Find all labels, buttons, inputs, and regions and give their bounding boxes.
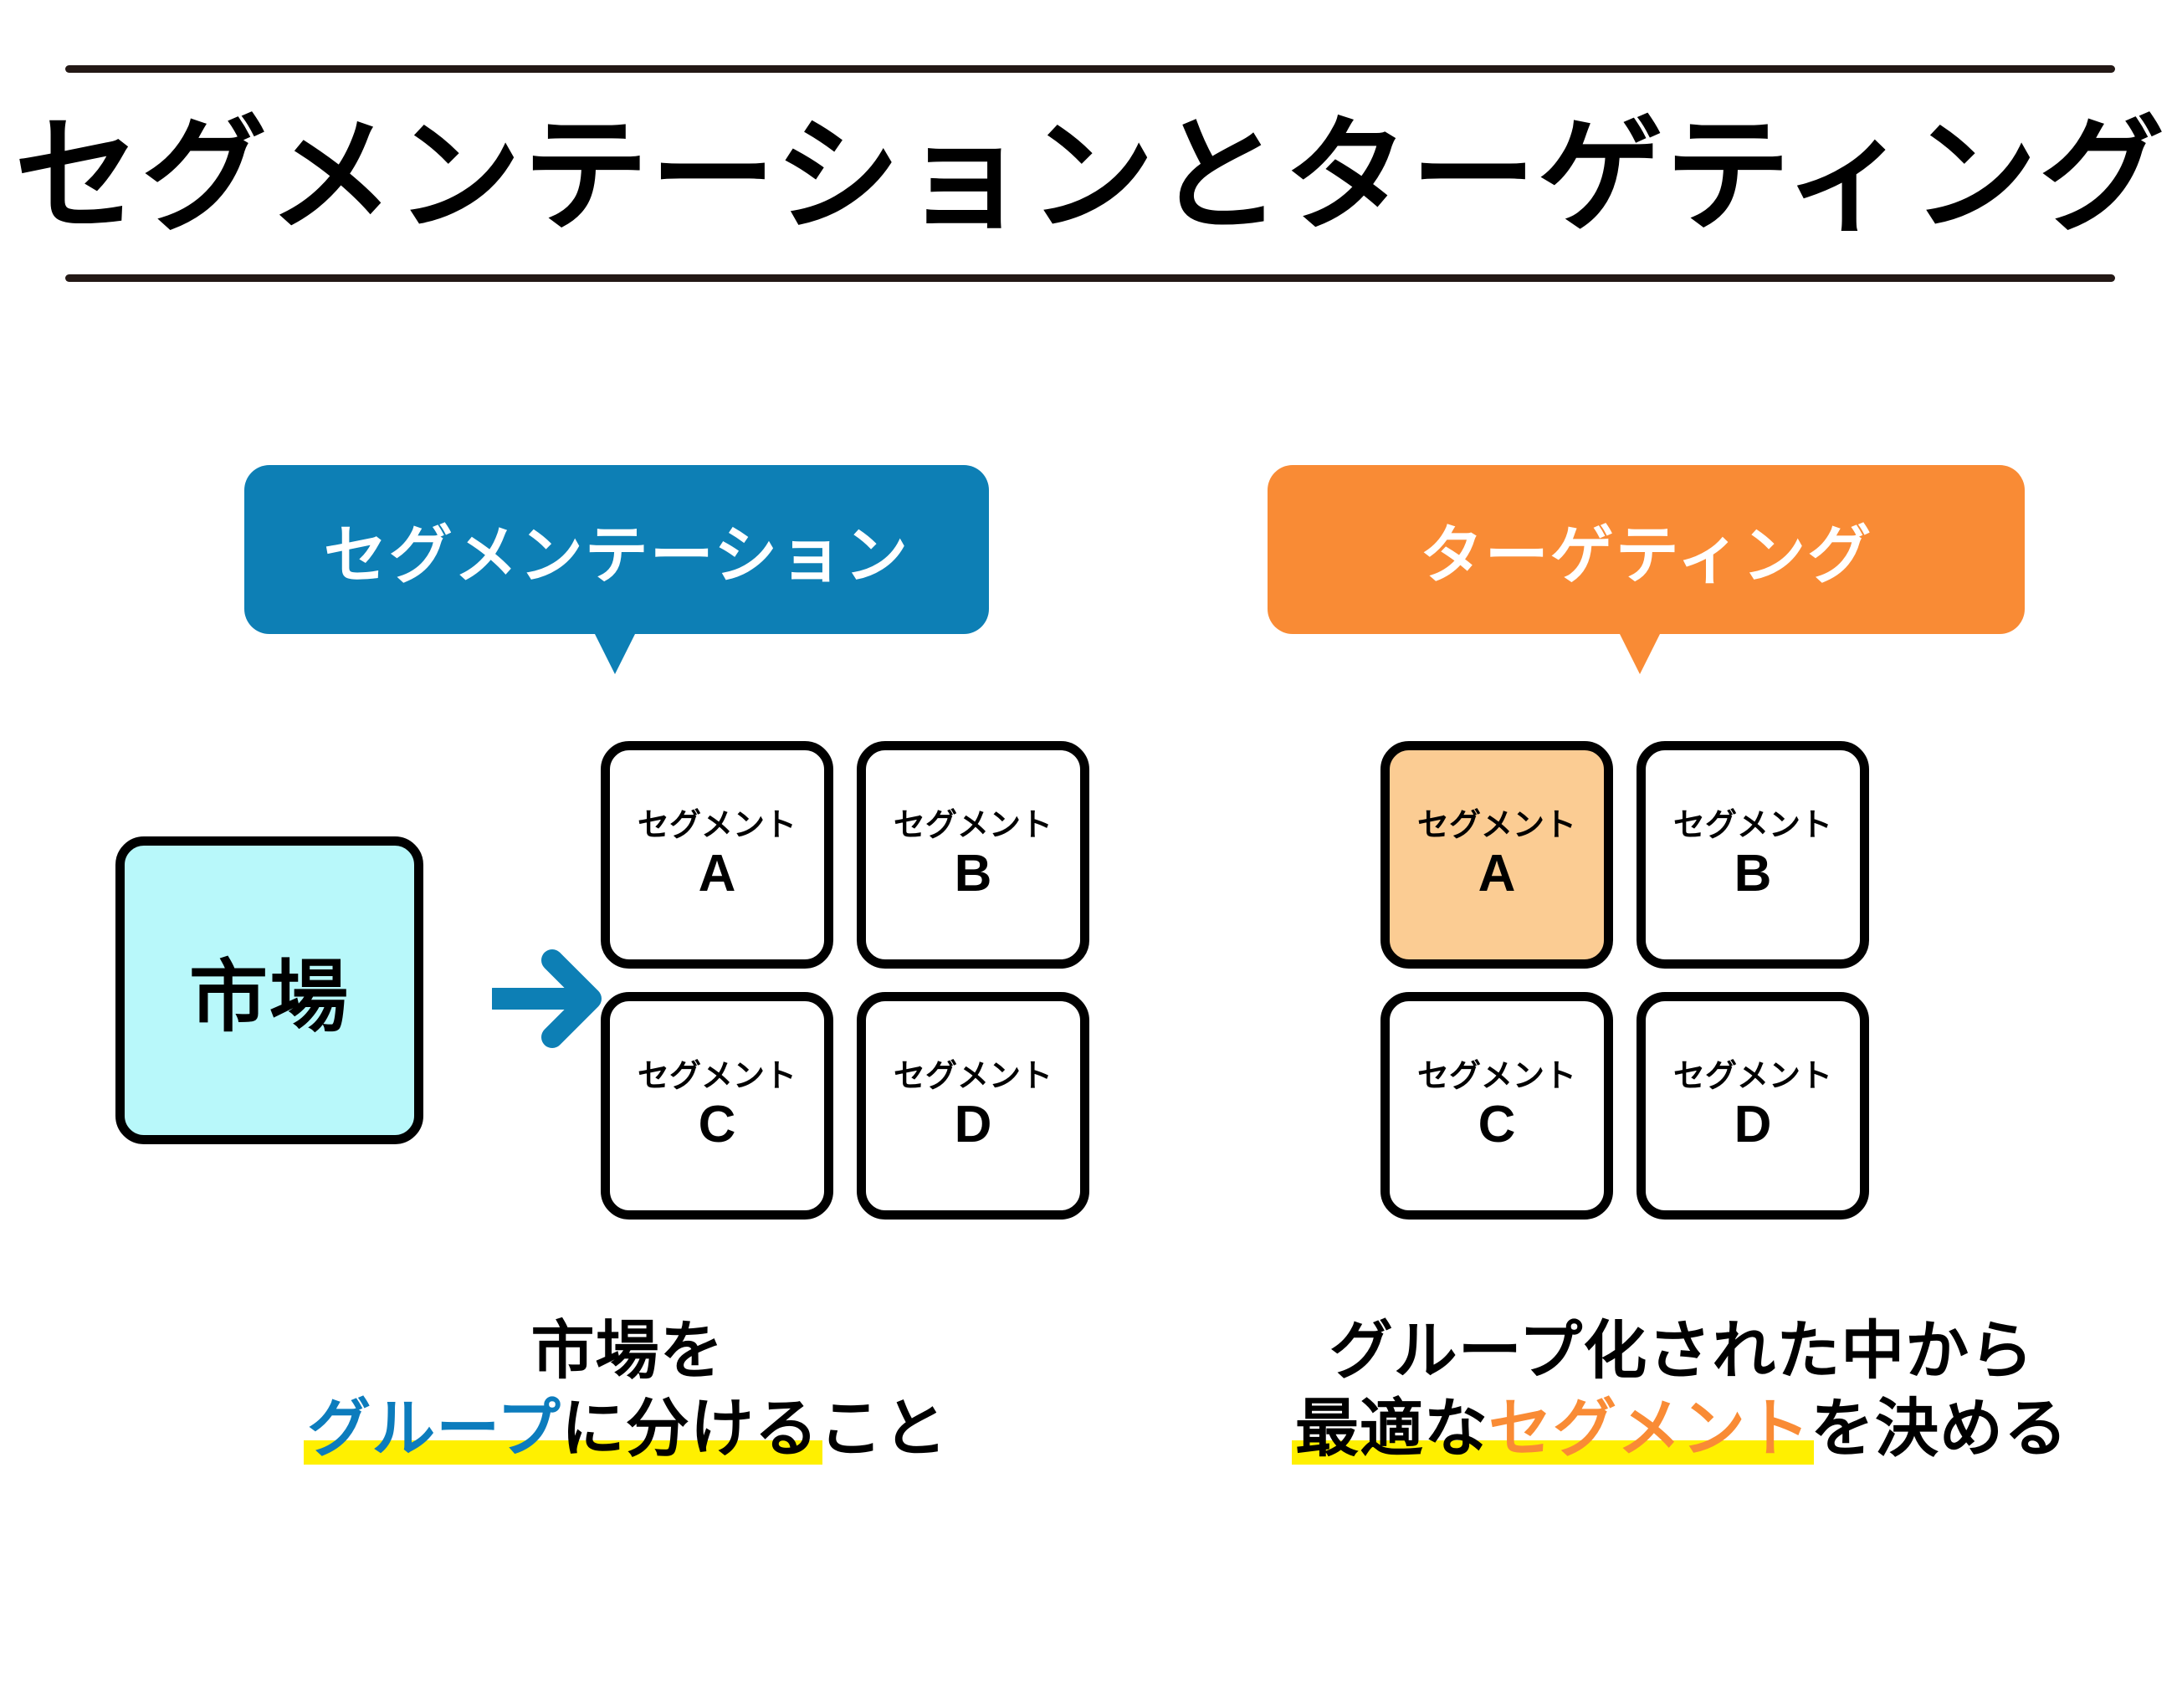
badge-segmentation: セグメンテーション	[244, 465, 989, 674]
segment-card-c: セグメント C	[601, 992, 833, 1220]
title-rule-top	[65, 65, 2115, 73]
caption-tail-text: を決める	[1811, 1393, 2068, 1465]
title-rule-bottom	[65, 274, 2115, 282]
segment-word: セグメント	[637, 807, 796, 843]
caption-highlight: 最適なセグメント	[1292, 1391, 1814, 1469]
segment-letter: C	[1478, 1096, 1516, 1154]
segment-letter: D	[1734, 1096, 1772, 1154]
caption-tail-text: こと	[818, 1393, 948, 1465]
segment-card-d: セグメント D	[1636, 992, 1869, 1220]
segment-card-b: セグメント B	[857, 741, 1089, 969]
badge-targeting-tail	[1620, 634, 1660, 674]
segment-letter: C	[698, 1096, 736, 1154]
segment-card-a: セグメント A	[601, 741, 833, 969]
caption-keyword: セグメント	[1488, 1393, 1811, 1465]
badge-targeting: ターゲティング	[1268, 465, 2025, 674]
caption-text: 最適な	[1295, 1393, 1488, 1465]
segment-card-b: セグメント B	[1636, 741, 1869, 969]
segment-letter: A	[698, 845, 736, 903]
caption-line-2: 最適なセグメントを決める	[1196, 1391, 2167, 1469]
segment-word: セグメント	[1416, 1058, 1576, 1094]
segment-word: セグメント	[893, 807, 1053, 843]
badge-segmentation-label: セグメンテーション	[323, 520, 910, 591]
segment-card-c: セグメント C	[1380, 992, 1613, 1220]
segment-letter: D	[954, 1096, 992, 1154]
flow-arrow-icon	[483, 943, 609, 1052]
market-box: 市場	[115, 836, 423, 1144]
segment-word: セグメント	[637, 1058, 796, 1094]
segment-grid-segmentation: セグメント A セグメント B セグメント C セグメント D	[601, 741, 1089, 1220]
segment-word: セグメント	[1672, 807, 1832, 843]
badge-targeting-label: ターゲティング	[1419, 520, 1873, 591]
segment-letter: B	[954, 845, 992, 903]
caption-line-2: グループに分けること	[142, 1391, 1113, 1469]
segment-grid-targeting: セグメント A セグメント B セグメント C セグメント D	[1380, 741, 1869, 1220]
page-title: セグメンテーションとターゲティング	[14, 105, 2167, 246]
caption-targeting: グループ化された中から 最適なセグメントを決める	[1196, 1313, 2167, 1468]
segment-card-d: セグメント D	[857, 992, 1089, 1220]
market-label: 市場	[188, 953, 350, 1041]
badge-segmentation-tail	[595, 634, 635, 674]
segment-letter: A	[1478, 845, 1516, 903]
caption-keyword: グループ	[307, 1393, 561, 1465]
caption-highlight: グループに分ける	[304, 1391, 823, 1469]
caption-line-1: グループ化された中から	[1329, 1316, 2035, 1387]
segment-word: セグメント	[1416, 807, 1576, 843]
segment-word: セグメント	[893, 1058, 1053, 1094]
segment-card-a-selected: セグメント A	[1380, 741, 1613, 969]
caption-text: に分ける	[561, 1393, 819, 1465]
caption-segmentation: 市場を グループに分けること	[142, 1313, 1113, 1468]
segment-word: セグメント	[1672, 1058, 1832, 1094]
segment-letter: B	[1734, 845, 1772, 903]
caption-line-1: 市場を	[530, 1316, 725, 1387]
